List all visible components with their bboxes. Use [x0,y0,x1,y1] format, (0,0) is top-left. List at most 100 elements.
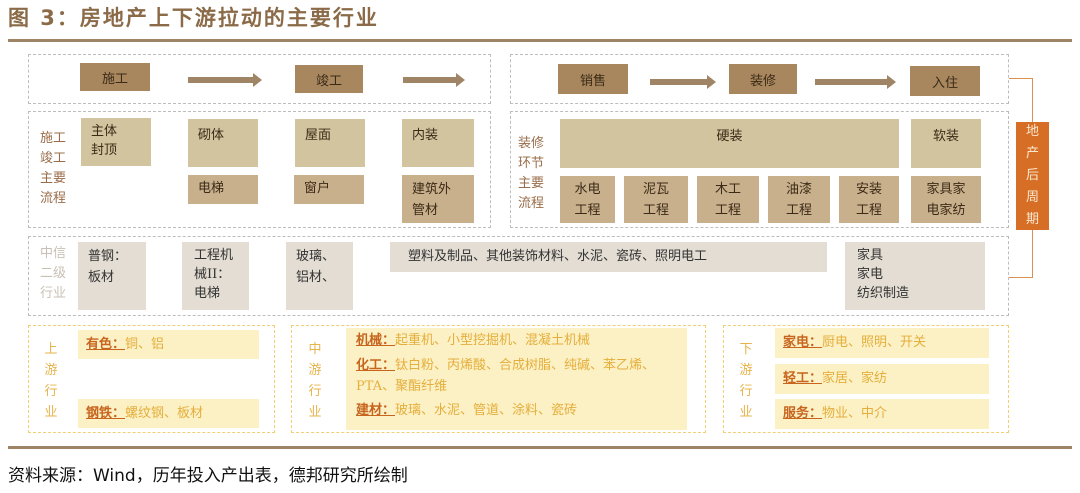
midstream-box [291,325,706,433]
item-masonry: 砌体 [188,119,258,167]
sales-flow-box [510,54,1009,104]
label-char: 上 [44,342,58,357]
downstream-box [723,325,1009,433]
label-char: 地 [1025,124,1039,139]
label-char: 行 [308,384,322,399]
label-char: 游 [739,363,753,378]
downstream-label: 下 游 行 业 [736,339,756,423]
downstream-row-light-industry: 轻工：家居、家纺 [775,364,989,394]
text-line: 木工 [714,181,741,197]
flow-step-completion: 竣工 [295,65,363,93]
construction-process-label: 施工 竣工 主要 流程 [40,129,74,209]
text-line: 电家纺 [926,202,966,218]
midstream-row-machinery: 机械：起重机、小型挖掘机、混凝土机械 [356,330,677,352]
label-char: 行 [44,384,58,399]
industry-key: 轻工： [783,371,823,386]
industry-key: 建材： [356,402,396,418]
upstream-row-steel: 钢铁：螺纹钢、板材 [78,399,259,428]
text-line: 工程 [574,202,601,218]
flow-step-construction: 施工 [80,63,150,91]
decoration-item-installation: 安装工程 [839,176,899,223]
industry-key: 服务： [783,406,823,421]
flow-step-move-in: 入住 [910,66,980,96]
text-line: 家电 [857,267,884,282]
citic-industries-box [28,236,1009,316]
arrow-icon [403,73,465,87]
decoration-item-furniture-appliances: 家具家电家纺 [911,176,981,223]
industry-key: 家电： [783,335,823,350]
item-interior: 内装 [402,119,474,167]
text-line: 工程 [642,202,669,218]
text-line: 电梯 [194,286,221,301]
top-rule [8,39,1072,42]
text-line: 泥瓦 [642,181,669,197]
text-line: 板材 [88,270,115,285]
label-char: 期 [1025,212,1039,227]
industry-key: 化工： [356,357,396,373]
label-line: 竣工 [40,151,67,166]
decoration-item-plumbing-electrical: 水电工程 [560,176,615,223]
citic-item-glass-aluminum: 玻璃、 铝材、 [286,242,353,310]
label-char: 周 [1025,190,1039,205]
citic-item-building-materials: 塑料及制品、其他装饰材料、水泥、瓷砖、照明电工 [390,242,827,272]
label-char: 中 [308,342,322,357]
post-cycle-label: 地 产 后 周 期 [1016,122,1049,230]
label-line: 主要 [518,176,545,191]
text-line: 管材 [412,203,439,218]
text-line: 工程 [785,202,812,218]
decoration-item-masonry: 泥瓦工程 [624,176,688,223]
industry-value: 物业、中介 [822,406,888,421]
text-line: 工程 [714,202,741,218]
hard-decoration: 硬装 [560,119,899,168]
item-roof: 屋面 [295,119,365,167]
text-line: 工程 [855,202,882,218]
label-line: 中信 [40,246,67,261]
text-line: 水电 [574,181,601,197]
midstream-row-chemicals: 化工：钛白粉、丙烯酸、合成树脂、纯碱、苯乙烯、PTA、聚酯纤维 [356,355,677,398]
label-line: 施工 [40,131,67,146]
decoration-item-carpentry: 木工工程 [697,176,759,223]
text-line: 工程机 [194,248,234,263]
label-line: 行业 [40,286,67,301]
midstream-rows: 机械：起重机、小型挖掘机、混凝土机械 化工：钛白粉、丙烯酸、合成树脂、纯碱、苯乙… [346,328,687,430]
industry-value: 厨电、照明、开关 [822,335,927,350]
text-line: 械II： [194,267,231,282]
construction-flow-box [28,54,491,104]
industry-value: 铜、铝 [125,337,165,352]
upstream-label: 上 游 行 业 [41,339,61,423]
text-line: 安装 [855,181,882,197]
decoration-process-label: 装修 环节 主要 流程 [518,134,552,214]
arrow-icon [815,75,896,89]
label-char: 业 [308,405,322,420]
arrow-icon [650,75,716,89]
industry-value: 螺纹钢、板材 [125,406,204,421]
item-window: 窗户 [294,175,364,204]
arrow-icon [188,73,262,87]
midstream-label: 中 游 行 业 [305,339,325,423]
industry-key: 机械： [356,333,396,348]
label-char: 游 [44,363,58,378]
citic-item-home: 家具 家电 纺织制造 [845,242,985,310]
downstream-row-appliances: 家电：厨电、照明、开关 [775,328,989,358]
citic-industries-label: 中信 二级 行业 [40,244,74,304]
industry-value: 玻璃、水泥、管道、涂料、瓷砖 [395,402,578,418]
text-line: 主体 [91,124,118,139]
industry-key: 钢铁： [86,406,126,421]
text-line: 封顶 [91,143,118,158]
citic-item-machinery: 工程机 械II： 电梯 [182,242,249,310]
text-line: 家具家 [926,181,966,197]
label-line: 二级 [40,266,67,281]
decoration-item-painting: 油漆工程 [768,176,830,223]
industry-value: 钛白粉、丙烯酸、合成树脂、纯碱、苯乙烯、PTA、聚酯纤维 [356,357,656,395]
industry-value: 家居、家纺 [822,371,888,386]
midstream-row-building-materials: 建材：玻璃、水泥、管道、涂料、瓷砖 [356,400,677,422]
industry-value: 起重机、小型挖掘机、混凝土机械 [395,333,591,348]
citic-item-steel: 普钢： 板材 [78,242,146,310]
item-exterior-pipe: 建筑外 管材 [402,175,474,223]
text-line: 纺织制造 [857,286,910,301]
label-char: 产 [1025,146,1039,161]
label-char: 业 [44,405,58,420]
label-char: 行 [739,384,753,399]
figure-title: 图 3：房地产上下游拉动的主要行业 [8,6,379,30]
item-elevator: 电梯 [188,175,258,204]
